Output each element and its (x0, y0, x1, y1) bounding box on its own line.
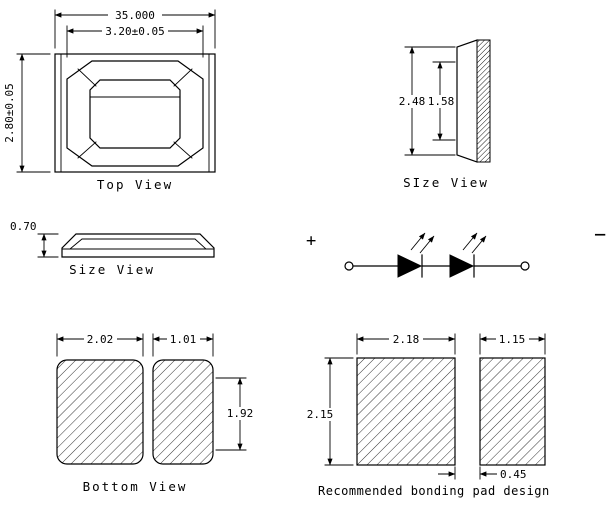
bonding-pad-design: 2.18 1.15 2.15 0.45 Recommended bonding … (304, 333, 550, 498)
dim-text-mask (304, 408, 336, 421)
top-view-label: Top View (97, 177, 173, 192)
led1-diode-symbol (397, 254, 423, 278)
bottom-view: 2.02 1.01 1.92 Bottom View (56, 333, 256, 494)
emission-arrow (410, 232, 426, 251)
dim-label-right-pad: 1.15 (499, 333, 526, 346)
dim-label-thickness: 0.70 (10, 220, 37, 233)
dim-label-cavity-width: 3.20±0.05 (105, 25, 165, 38)
bond-pad-right (479, 357, 546, 466)
dim-label-pad-height: 1.92 (227, 407, 254, 420)
emission-arrow (462, 232, 478, 251)
dim-bond-pad-height: 2.15 (304, 357, 354, 466)
led2-diode-symbol (449, 254, 475, 278)
dim-label-height: 2.80±0.05 (3, 83, 16, 143)
dim-front-thickness: 0.70 (10, 220, 59, 258)
dim-text-mask (84, 333, 117, 345)
dim-bottom-left-pad-width: 2.02 (56, 333, 144, 357)
dim-top-cavity-width: 3.20±0.05 (66, 25, 204, 58)
emission-arrow (419, 235, 435, 254)
dim-bottom-pad-height: 1.92 (215, 377, 256, 451)
top-view: 35.000 3.20±0.05 2.80±0.05 Top View (3, 9, 216, 192)
dim-text-mask (224, 407, 256, 420)
dim-label-inner-height: 1.58 (428, 95, 455, 108)
lens-profile (456, 39, 478, 163)
dim-text-mask (389, 333, 423, 345)
dim-text-mask (399, 95, 426, 108)
dim-text-mask (108, 9, 162, 21)
bottom-pad-right (152, 359, 214, 465)
reflector-outer-octagon (66, 60, 204, 167)
dim-text-mask (167, 333, 200, 345)
cathode-terminal (520, 261, 530, 271)
side-view-right-label: SIze View (403, 175, 489, 190)
bonding-pad-label: Recommended bonding pad design (318, 484, 550, 498)
dim-label-total-height: 2.48 (399, 95, 426, 108)
dim-text-mask (496, 333, 529, 345)
dim-side-total-height: 2.48 (399, 46, 456, 156)
dim-label-pad-height: 2.15 (307, 408, 334, 421)
side-view-front-label: Size View (69, 262, 155, 277)
dim-bottom-right-pad-width: 1.01 (152, 333, 214, 357)
dim-bond-left-pad-width: 2.18 (356, 333, 456, 355)
lens-line (69, 238, 207, 250)
side-view-right: 2.48 1.58 SIze View (399, 39, 491, 190)
dim-label-left-pad: 2.02 (87, 333, 114, 346)
dim-label-left-pad: 2.18 (393, 333, 420, 346)
emission-arrow (471, 235, 487, 254)
dim-top-height: 2.80±0.05 (3, 53, 51, 173)
reflector-inner-opening (89, 79, 181, 149)
polarity-positive: + (306, 231, 316, 251)
corner-line (77, 141, 97, 159)
anode-terminal (344, 261, 354, 271)
package-outline (54, 53, 216, 173)
dim-top-outer-width: 35.000 (54, 9, 216, 49)
dim-text-mask (102, 25, 168, 37)
dim-label-right-pad: 1.01 (170, 333, 197, 346)
corner-line (77, 68, 97, 87)
corner-line (173, 141, 193, 159)
corner-line (173, 68, 193, 87)
polarity-negative: − (594, 222, 606, 246)
dim-bond-right-pad-width: 1.15 (479, 333, 546, 355)
dim-side-inner-height: 1.58 (428, 61, 456, 141)
circuit-diagram: + − (306, 222, 606, 278)
bottom-view-label: Bottom View (83, 479, 188, 494)
bond-pad-left (356, 357, 456, 466)
dim-label-pad-gap: 0.45 (500, 468, 527, 481)
bottom-pad-left (56, 359, 144, 465)
dim-label-outer-width: 35.000 (115, 9, 155, 22)
dim-bond-pad-gap: 0.45 (438, 466, 527, 481)
dim-text-mask (428, 95, 455, 108)
substrate-hatch (476, 39, 491, 163)
package-profile (61, 233, 215, 258)
side-view-front: 0.70 Size View (10, 220, 215, 277)
